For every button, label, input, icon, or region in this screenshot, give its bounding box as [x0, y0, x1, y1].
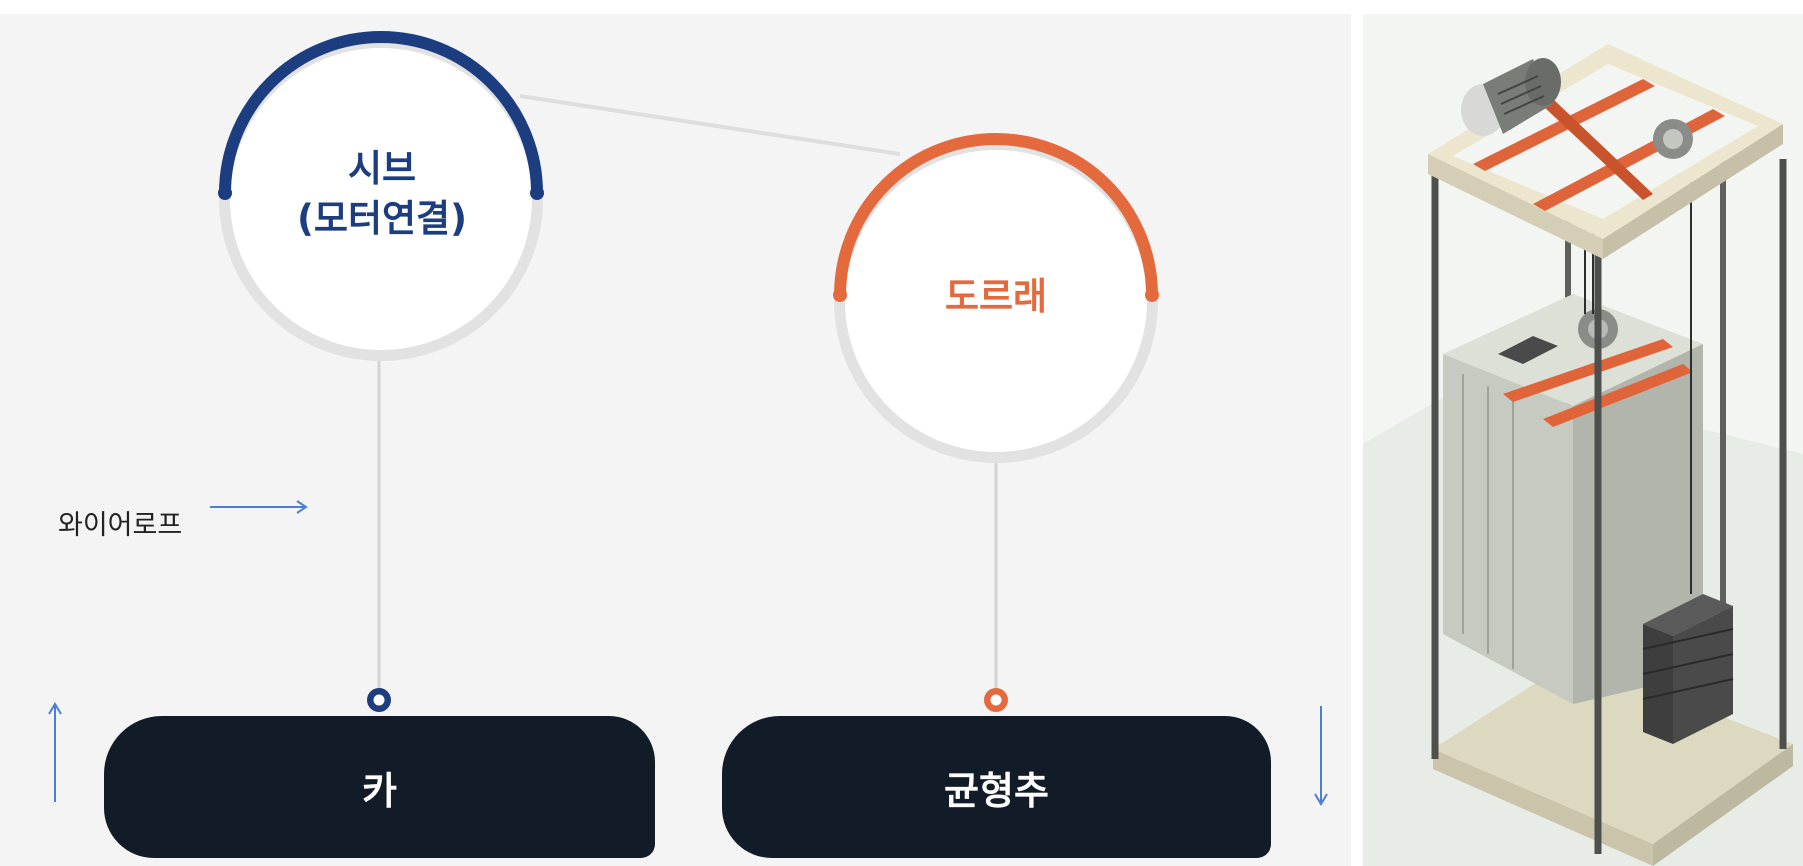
- sheave-arc: [219, 31, 543, 199]
- sheave-pulley-rope: [519, 94, 901, 156]
- pulley-label: 도르래: [944, 275, 1048, 318]
- elevator-shaft-illustration: [1363, 44, 1803, 866]
- counterweight-stack: [1642, 154, 1734, 744]
- car-label: 카: [362, 768, 397, 813]
- diagram-lines: [48, 31, 1328, 806]
- machine-room-frame: [1428, 44, 1783, 259]
- up-arrow-icon: [48, 702, 62, 802]
- pulley-circle: [833, 133, 1159, 463]
- counterweight-label: 균형추: [944, 768, 1049, 813]
- base-plate: [1433, 659, 1793, 844]
- sheave-label: 시브 (모터연결): [222, 144, 542, 244]
- pulley-arc: [834, 133, 1158, 301]
- elevator-illustration: [1363, 14, 1803, 866]
- down-arrow-icon: [1314, 706, 1328, 806]
- counterweight-block: 균형추: [722, 716, 1271, 858]
- wire-rope-arrow: [210, 500, 308, 514]
- sheave-label-line1: 시브: [347, 147, 417, 190]
- sheave-circle: [218, 31, 544, 361]
- car-cabin: [1443, 294, 1703, 704]
- rope-diagram-panel: 시브 (모터연결) 도르래 와이어로프 카 균형추: [0, 14, 1351, 866]
- motor-icon: [1461, 58, 1561, 136]
- wire-rope-label: 와이어로프: [58, 510, 183, 541]
- car-block: 카: [104, 716, 655, 858]
- sheave-label-line2: (모터연결): [297, 197, 467, 240]
